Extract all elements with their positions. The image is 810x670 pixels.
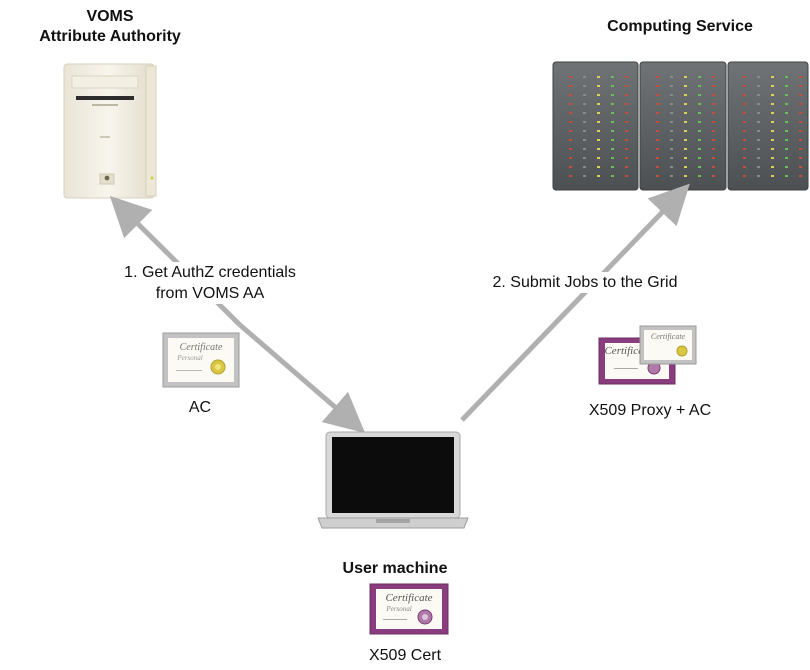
- svg-text:Certificate: Certificate: [385, 592, 432, 604]
- step1-line1: 1. Get AuthZ credentials: [124, 264, 296, 281]
- computing-rack-icon: [552, 61, 809, 191]
- user-machine-title: User machine: [342, 560, 448, 577]
- svg-text:Certificate: Certificate: [651, 332, 686, 341]
- proxy-label: X509 Proxy + AC: [588, 402, 712, 419]
- arrow-to-computing: [460, 183, 690, 422]
- step1-label: 1. Get AuthZ credentials from VOMS AA: [70, 262, 350, 304]
- voms-title-line1: VOMS: [86, 8, 134, 25]
- voms-title-line2: Attribute Authority: [39, 28, 181, 45]
- step2-label: 2. Submit Jobs to the Grid: [455, 272, 715, 293]
- user-cert-label: X509 Cert: [368, 647, 442, 664]
- arrow-to-user: [238, 323, 366, 434]
- voms-title: VOMS Attribute Authority: [30, 7, 190, 47]
- ac-cert-sub: Personal: [176, 354, 202, 362]
- ac-certificate-icon: Certificate Personal: [162, 332, 240, 388]
- step1-line2: from VOMS AA: [155, 285, 265, 302]
- proxy-certificate-icon: Certificate Certificate: [598, 325, 697, 385]
- ac-label: AC: [188, 399, 212, 416]
- user-certificate-icon: Certificate Personal: [369, 583, 449, 635]
- computing-service-title: Computing Service: [607, 18, 753, 35]
- laptop-icon: [317, 431, 469, 529]
- voms-server-icon: [63, 63, 157, 199]
- ac-cert-word: Certificate: [180, 342, 223, 353]
- svg-text:Personal: Personal: [385, 605, 411, 613]
